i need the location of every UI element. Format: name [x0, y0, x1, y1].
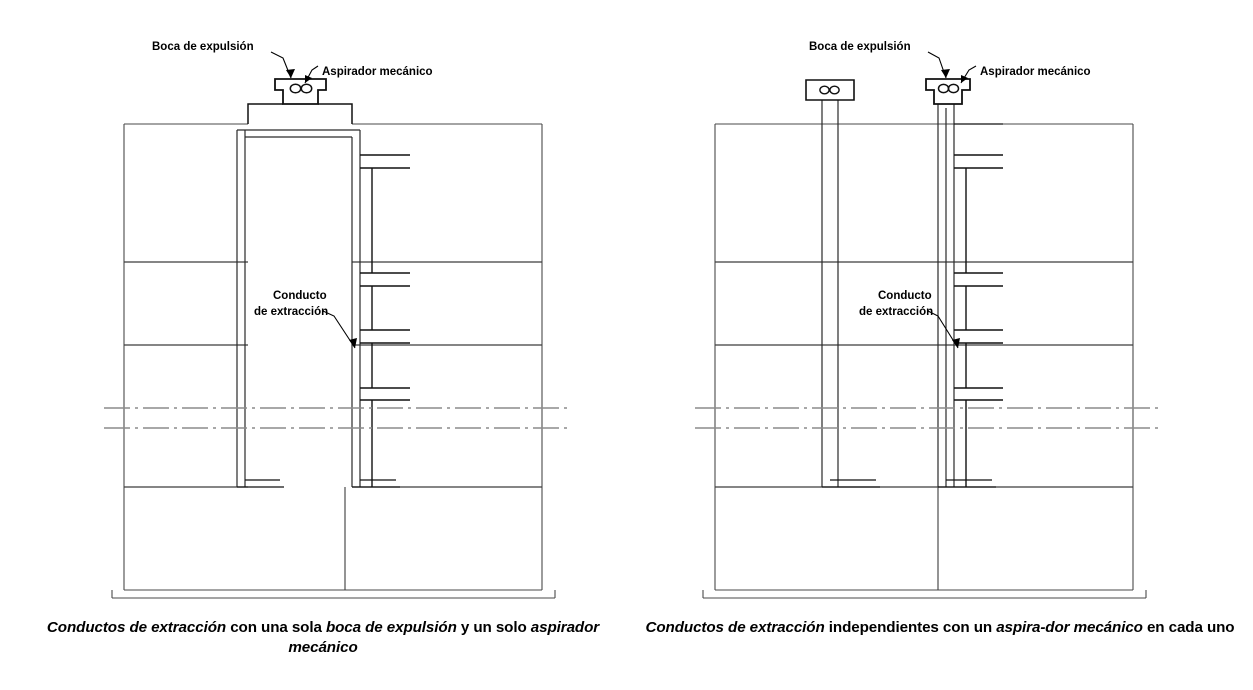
- left-label-conducto-line2: de extracción: [254, 306, 328, 318]
- left-duct-bottom-left: [237, 479, 284, 488]
- left-panel-caption: Conductos de extracción con una sola boc…: [16, 618, 630, 658]
- right-section-break-lines: [695, 407, 1163, 429]
- left-building-outline: [111, 123, 556, 599]
- right-label-conducto-line2: de extracción: [859, 306, 933, 318]
- right-duct-b-bottom: [938, 479, 996, 488]
- left-leader-conducto: [322, 310, 356, 349]
- caption-left-t2: con una sola: [226, 619, 326, 636]
- left-panel-drawing: Boca de expulsión Aspirador mecánico Con…: [104, 41, 572, 599]
- left-duct-bottom-right: [352, 479, 400, 488]
- right-label-conducto-line1: Conducto: [878, 290, 932, 302]
- caption-right-t2: independientes con un: [824, 619, 997, 636]
- right-arrowhead-aspirador: [961, 75, 968, 83]
- fan-icon-b: [937, 83, 960, 94]
- right-floor-lines: [715, 261, 1133, 488]
- left-arrowhead-boca: [286, 69, 295, 78]
- right-aspirador-box-a: [805, 79, 855, 101]
- fan-icon-a: [819, 85, 840, 95]
- left-duct-right-walls: [351, 130, 361, 487]
- right-label-boca-de-expulsion: Boca de expulsión: [809, 41, 911, 53]
- caption-left-em2: boca de expulsión: [325, 619, 457, 636]
- right-duct-a-bottom: [822, 479, 880, 488]
- left-floor-lines: [124, 261, 542, 488]
- right-arrowhead-conducto: [952, 338, 960, 348]
- caption-right-em2: aspira-dor mecánico: [996, 619, 1143, 636]
- right-duct-b: [937, 100, 955, 487]
- left-leader-boca: [270, 51, 292, 79]
- left-label-conducto-line1: Conducto: [273, 290, 327, 302]
- left-aspirador-box: [274, 78, 327, 105]
- right-aspirador-box-b: [925, 78, 971, 105]
- left-arrowhead-conducto: [349, 338, 357, 348]
- left-label-boca-de-expulsion: Boca de expulsión: [152, 41, 254, 53]
- right-duct-a: [821, 100, 839, 487]
- right-panel-caption: Conductos de extracción independientes c…: [640, 618, 1240, 638]
- right-leader-conducto: [927, 310, 959, 349]
- caption-left-t4: y un solo: [456, 619, 531, 636]
- left-branch-inlets: [360, 154, 410, 401]
- left-label-aspirador-mecanico: Aspirador mecánico: [322, 66, 433, 78]
- right-panel-drawing: Boca de expulsión Aspirador mecánico Con…: [695, 41, 1163, 599]
- left-break-mask: [104, 410, 572, 426]
- left-collector-shaft: [247, 103, 353, 124]
- caption-left-em1: Conductos de extracción: [46, 619, 227, 636]
- left-arrowhead-aspirador: [305, 75, 312, 83]
- right-branch-inlets: [954, 154, 1003, 401]
- fan-icon: [289, 83, 313, 94]
- left-section-break-lines: [104, 407, 572, 429]
- caption-left-em3: aspirador mecánico: [288, 619, 600, 657]
- right-label-aspirador-mecanico: Aspirador mecánico: [980, 66, 1091, 78]
- caption-right-em1: Conductos de extracción: [645, 619, 825, 636]
- right-leader-boca: [927, 51, 947, 79]
- right-arrowhead-boca: [941, 69, 950, 78]
- right-building-outline: [702, 123, 1147, 599]
- caption-right-t4: en cada uno: [1142, 619, 1235, 636]
